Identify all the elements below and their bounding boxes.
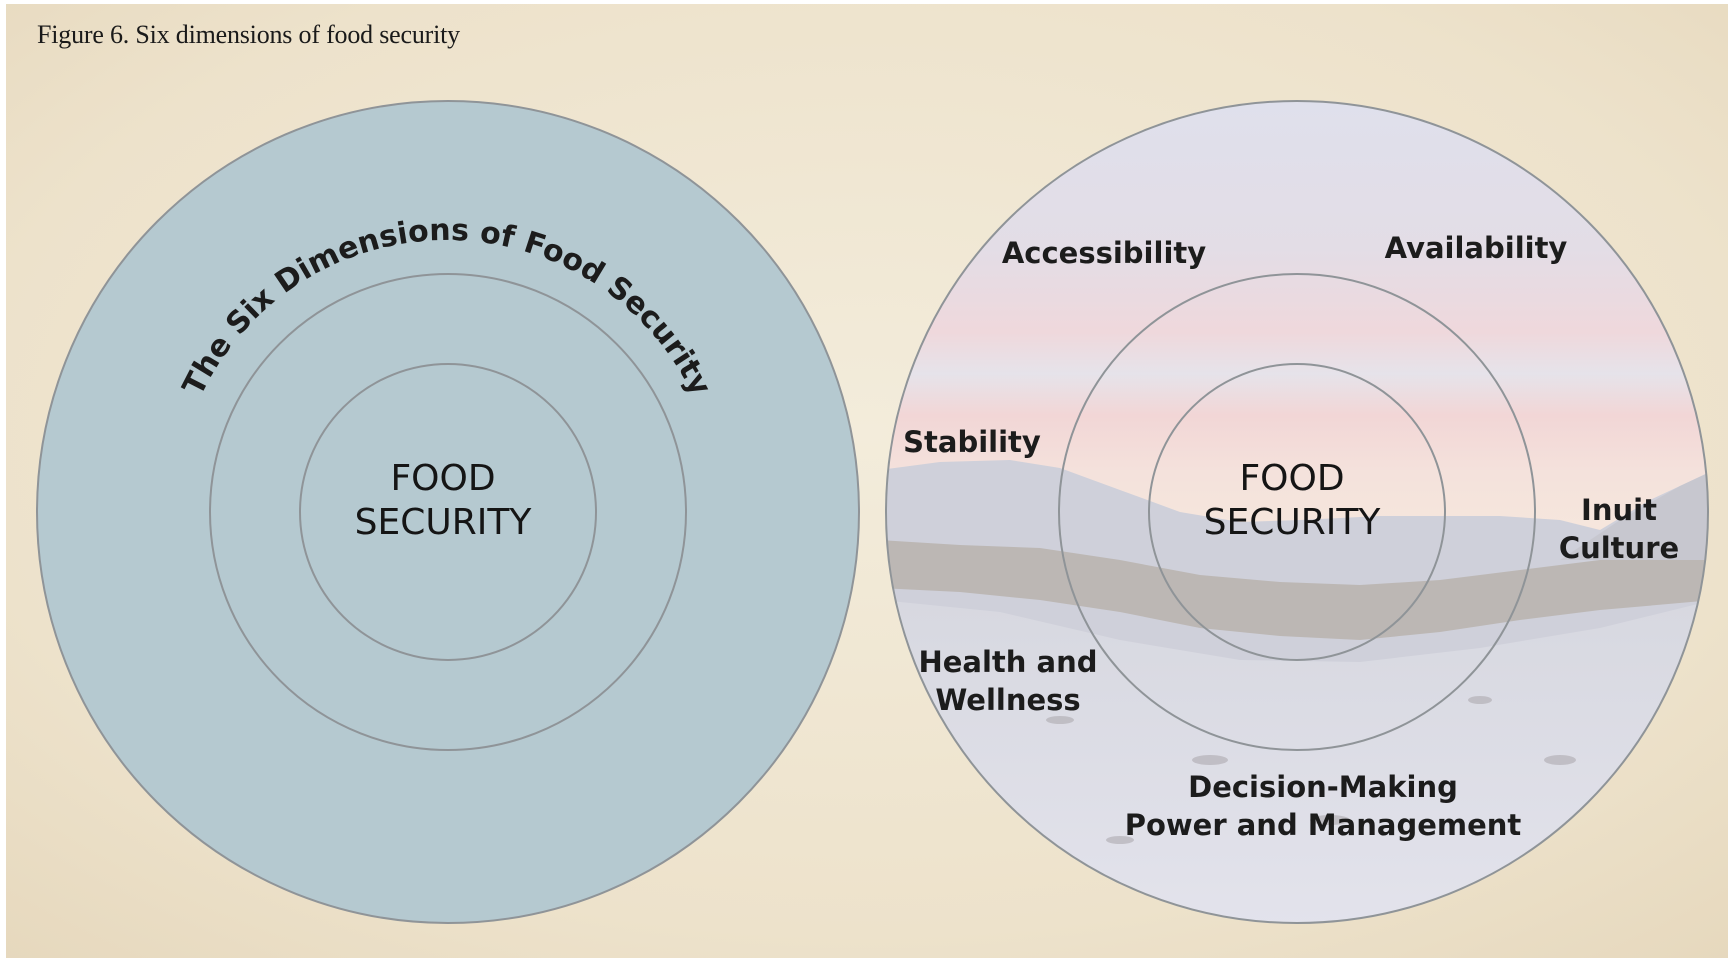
dimension-availability: Availability: [1385, 231, 1568, 265]
left-center-label-line2: SECURITY: [355, 502, 533, 543]
right-center-label-line2: SECURITY: [1204, 502, 1382, 543]
dimension-accessibility: Accessibility: [1002, 236, 1206, 270]
right-diagram: FOOD SECURITY Accessibility Availability…: [885, 100, 1709, 924]
dimension-decision-line1: Decision-Making: [1188, 770, 1458, 804]
dimension-health-line2: Wellness: [935, 683, 1080, 717]
dimension-inuit-culture-line2: Culture: [1559, 531, 1679, 565]
right-outer-circle: [885, 100, 1709, 924]
figure-caption: Figure 6. Six dimensions of food securit…: [37, 20, 460, 49]
right-center-label-line1: FOOD: [1239, 458, 1344, 499]
right-middle-ring: [1058, 273, 1536, 751]
dimension-health-line1: Health and: [918, 645, 1097, 679]
right-inner-ring: [1148, 363, 1446, 661]
left-outer-circle: [36, 100, 860, 924]
dimension-stability: Stability: [903, 425, 1041, 459]
left-middle-ring: [209, 273, 687, 751]
left-center-label-line1: FOOD: [390, 458, 495, 499]
dimension-inuit-culture-line1: Inuit: [1581, 493, 1657, 527]
left-diagram: The Six Dimensions of Food Security FOOD…: [36, 100, 860, 924]
dimension-decision-line2: Power and Management: [1125, 808, 1522, 842]
landscape-photo: [886, 101, 1708, 923]
left-inner-ring: [299, 363, 597, 661]
